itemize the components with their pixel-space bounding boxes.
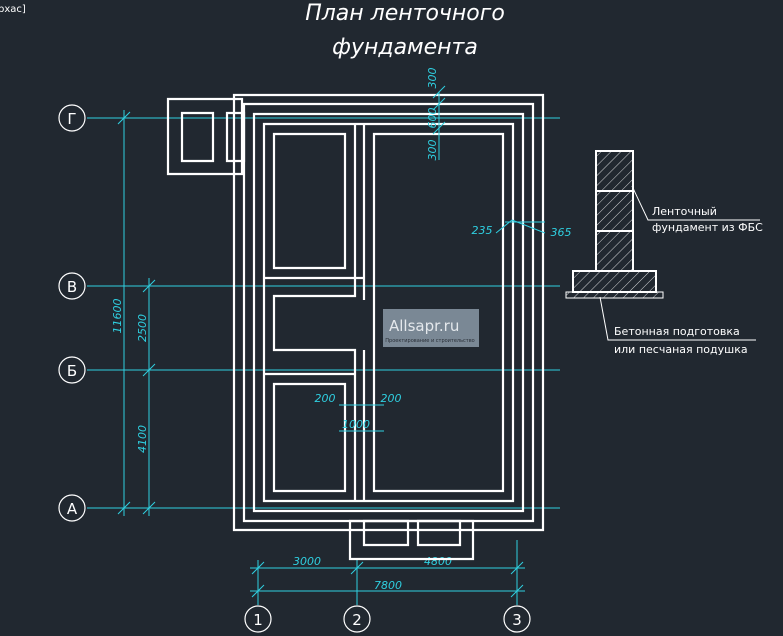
axis-bubble-v: В <box>58 272 86 300</box>
drawing-title-line2: фундамента <box>332 35 478 60</box>
outer-footing-edge <box>232 93 545 532</box>
dim-bottom-total: 7800 <box>374 579 402 592</box>
foundation-plan <box>166 93 545 561</box>
dim-200-right: 200 <box>381 392 402 405</box>
dim-bottom-left: 3000 <box>293 555 321 568</box>
axis-label-3: 3 <box>512 611 522 629</box>
dim-lower-span: 4100 <box>136 425 149 453</box>
inner-ring-outer <box>262 122 515 503</box>
watermark-box <box>383 309 479 347</box>
viewport-style-label[interactable]: рхас] <box>0 4 26 15</box>
dim-upper-span: 2500 <box>136 314 149 342</box>
bottom-porch-right <box>416 519 462 547</box>
axis-label-1: 1 <box>253 611 263 629</box>
dim-235: 235 <box>472 224 493 237</box>
dim-top-300a: 300 <box>426 68 439 89</box>
bottom-porch-outer <box>348 519 475 561</box>
bottom-porch-left <box>362 519 410 547</box>
note-base-line2: или песчаная подушка <box>614 343 748 356</box>
partition-left <box>272 124 357 501</box>
axis-bubble-g: Г <box>58 104 86 132</box>
axis-label-2: 2 <box>352 611 362 629</box>
outer-wall-inner <box>252 112 525 513</box>
dim-top-600: 600 <box>426 108 439 129</box>
fbs-blocks <box>595 150 634 272</box>
axis-bubble-2: 2 <box>343 605 371 633</box>
left-porch-outer <box>166 97 244 176</box>
footing-slab <box>572 270 657 293</box>
left-porch-inner <box>180 111 215 163</box>
axis-bubble-b: Б <box>58 356 86 384</box>
watermark-main: Allsapr.ru <box>389 317 459 335</box>
section-leaders <box>599 185 760 341</box>
dim-1000: 1000 <box>342 418 370 431</box>
axis-label-a: А <box>67 500 78 518</box>
bottom-dimensions <box>250 561 525 598</box>
outer-wall-outer <box>242 102 535 523</box>
watermark-sub: Проектирование и строительство <box>385 338 474 344</box>
left-porch-step <box>225 111 246 163</box>
dim-total-height: 11600 <box>111 299 124 334</box>
base-layer <box>565 291 664 299</box>
dim-365: 365 <box>551 226 572 239</box>
note-fbs-line2: фундамент из ФБС <box>652 221 763 234</box>
note-base-line1: Бетонная подготовка <box>614 325 740 338</box>
dim-bottom-right: 4800 <box>424 555 452 568</box>
dim-200-left: 200 <box>315 392 336 405</box>
axis-label-v: В <box>67 278 77 296</box>
room-large <box>372 132 505 493</box>
left-dimensions <box>117 110 156 516</box>
watermark: Allsapr.ru Проектирование и строительств… <box>383 309 479 347</box>
axis-bubble-1: 1 <box>244 605 272 633</box>
axis-label-b: Б <box>67 362 77 380</box>
axis-bubble-a: А <box>58 494 86 522</box>
axis-label-g: Г <box>67 110 76 128</box>
room-bottom-left <box>272 382 347 493</box>
dim-top-300b: 300 <box>426 140 439 161</box>
plan-callouts <box>339 85 546 432</box>
grid-lines <box>87 117 560 605</box>
note-fbs-line1: Ленточный <box>652 205 717 218</box>
drawing-title-line1: План ленточного <box>305 1 505 26</box>
room-top-left <box>272 132 347 270</box>
axis-bubble-3: 3 <box>503 605 531 633</box>
foundation-section <box>565 150 664 299</box>
